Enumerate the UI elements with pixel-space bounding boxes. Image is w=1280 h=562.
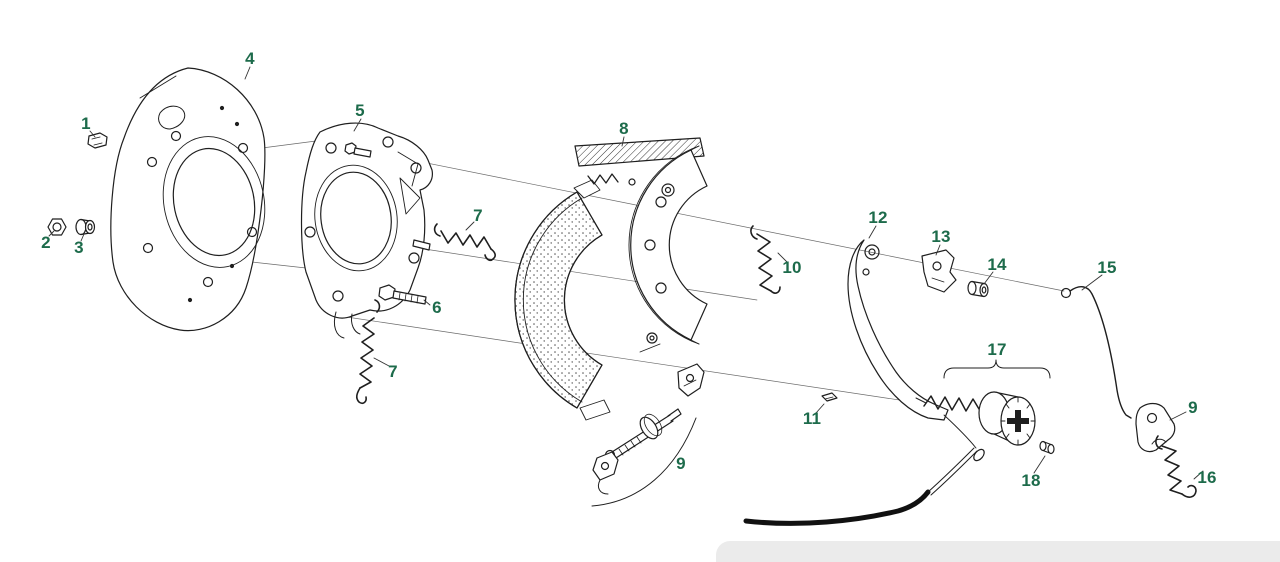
part-8-brake-shoes bbox=[514, 137, 708, 421]
part-18-pin bbox=[1039, 440, 1055, 455]
part-9-adjuster-screw bbox=[591, 363, 705, 507]
callout-17: 17 bbox=[987, 340, 1007, 359]
callout-13: 13 bbox=[931, 227, 951, 246]
part-7-spring-upper bbox=[433, 223, 496, 262]
callout-9-right: 9 bbox=[1188, 398, 1198, 417]
callout-leader-lines bbox=[48, 66, 1204, 480]
part-10-spring bbox=[750, 225, 781, 294]
part-14-nut bbox=[967, 280, 989, 298]
part-6-bolt bbox=[378, 284, 427, 305]
callout-15: 15 bbox=[1097, 258, 1117, 277]
page-bottom-band bbox=[716, 541, 1280, 562]
callout-18: 18 bbox=[1021, 471, 1041, 490]
callout-14: 14 bbox=[987, 255, 1007, 274]
part-17-adjuster-assembly bbox=[915, 359, 1051, 446]
callout-3: 3 bbox=[74, 238, 84, 257]
callout-1: 1 bbox=[81, 114, 91, 133]
parking-brake-cable bbox=[743, 414, 985, 526]
callout-7-upper: 7 bbox=[473, 206, 483, 225]
callout-4: 4 bbox=[245, 49, 255, 68]
part-12-lever bbox=[847, 239, 949, 421]
part-11-clip bbox=[821, 392, 838, 402]
part-15-cable-rod bbox=[1060, 286, 1132, 419]
callout-11: 11 bbox=[802, 409, 822, 428]
part-16-spring bbox=[1155, 435, 1197, 498]
callout-6: 6 bbox=[432, 298, 442, 317]
part-5-adapter-plate bbox=[300, 122, 433, 339]
part-13-bracket bbox=[921, 249, 957, 293]
part-9-bracket-right bbox=[1135, 402, 1176, 453]
part-2-hex-nut bbox=[47, 218, 67, 236]
callout-7-lower: 7 bbox=[388, 362, 398, 381]
callout-5: 5 bbox=[355, 101, 365, 120]
part-3-washer-nut bbox=[75, 218, 96, 236]
callout-16: 16 bbox=[1197, 468, 1217, 487]
callout-2: 2 bbox=[41, 233, 51, 252]
callout-9-left: 9 bbox=[676, 454, 686, 473]
callout-10: 10 bbox=[782, 258, 802, 277]
part-1-cap-nut bbox=[87, 132, 108, 149]
part-7-spring-lower bbox=[355, 299, 381, 404]
callout-8: 8 bbox=[619, 119, 629, 138]
part-4-backing-plate bbox=[110, 67, 266, 332]
callout-12: 12 bbox=[868, 208, 888, 227]
